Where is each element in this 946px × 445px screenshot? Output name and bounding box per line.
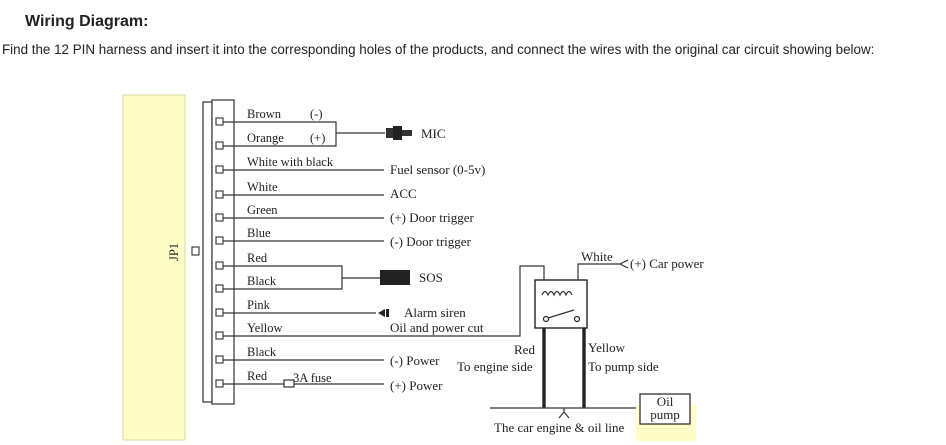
dest-door-positive: (+) Door trigger — [390, 210, 475, 225]
wire-label-8: Black — [247, 274, 277, 288]
pin-9 — [215, 308, 224, 317]
pin-4 — [215, 190, 224, 199]
oil-pump-label-1: Oil — [657, 394, 674, 409]
cut-mark-icon — [558, 408, 570, 419]
pin-8 — [215, 284, 224, 293]
oil-cut-wire — [286, 265, 545, 337]
wire-polarity-1: (-) — [310, 107, 323, 121]
pin-3 — [215, 165, 224, 174]
dest-power-negative: (-) Power — [390, 353, 440, 368]
oil-pump-box — [639, 393, 691, 425]
pump-side-label: To pump side — [588, 359, 659, 374]
pin-12 — [215, 379, 224, 388]
pin-11 — [215, 355, 224, 364]
engine-line-label: The car engine & oil line — [494, 420, 625, 435]
wire-label-11: Black — [247, 345, 277, 359]
jp1-connector — [122, 94, 186, 441]
relay-red-label: Red — [514, 342, 535, 357]
dest-sos: SOS — [419, 270, 443, 285]
wire-label-9: Pink — [247, 298, 271, 312]
dest-oil-power-cut: Oil and power cut — [390, 320, 484, 335]
relay-white-label: White — [581, 249, 613, 264]
engine-side-label: To engine side — [457, 359, 533, 374]
car-power-label: (+) Car power — [630, 256, 704, 271]
jp1-label: JP1 — [167, 243, 181, 261]
pin-2 — [215, 141, 224, 150]
fuse-label: 3A fuse — [293, 371, 332, 385]
car-power-wire — [577, 263, 620, 280]
wire-label-12: Red — [247, 369, 268, 383]
wire-label-7: Red — [247, 251, 268, 265]
relay-coil — [541, 290, 573, 297]
arrow-icon — [618, 259, 629, 269]
wire-label-3: White with black — [247, 155, 334, 169]
wire-label-10: Yellow — [247, 321, 283, 335]
dest-fuel-sensor: Fuel sensor (0-5v) — [390, 162, 485, 177]
page-title: Wiring Diagram: — [25, 13, 149, 30]
dest-alarm-siren: Alarm siren — [404, 305, 466, 320]
mic-bracket — [324, 121, 385, 147]
sos-bracket — [272, 265, 380, 290]
pin-1 — [215, 117, 224, 126]
pin-7 — [215, 261, 224, 270]
wire-label-4: White — [247, 180, 278, 194]
dest-acc: ACC — [390, 186, 417, 201]
pin-5 — [215, 213, 224, 222]
instruction-text: Find the 12 PIN harness and insert it in… — [2, 42, 875, 57]
siren-icon — [378, 309, 389, 317]
terminal-block — [211, 99, 235, 405]
pin-6 — [215, 236, 224, 245]
wire-label-2: Orange — [247, 131, 284, 145]
dest-mic: MIC — [421, 126, 446, 141]
pin-10 — [215, 331, 224, 340]
relay-yellow-label: Yellow — [588, 340, 626, 355]
fuse-icon — [283, 379, 295, 388]
sos-button-icon — [380, 270, 410, 285]
wire-label-1: Brown — [247, 107, 282, 121]
wire-label-6: Blue — [247, 226, 271, 240]
wire-polarity-2: (+) — [310, 131, 325, 145]
dest-power-positive: (+) Power — [390, 378, 443, 393]
connector-tab — [191, 246, 200, 256]
pin-housing — [202, 101, 213, 403]
microphone-icon — [386, 126, 412, 140]
oil-pump-label-2: pump — [650, 407, 680, 422]
dest-door-negative: (-) Door trigger — [390, 234, 472, 249]
wire-label-5: Green — [247, 203, 278, 217]
